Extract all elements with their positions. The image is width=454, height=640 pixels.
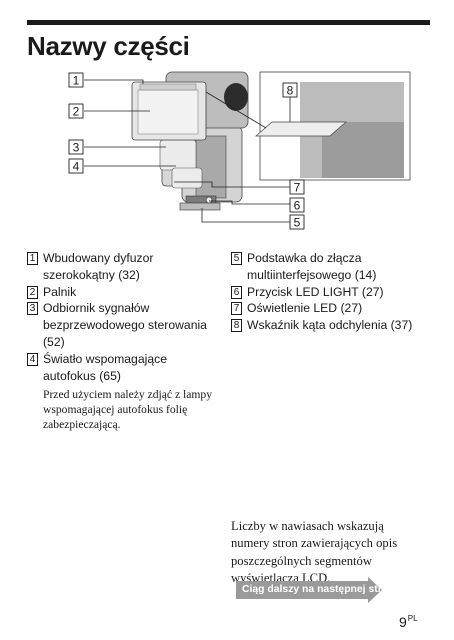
- part-number-3: 3: [27, 302, 38, 316]
- part-label-8: Wskaźnik kąta odchylenia (37): [247, 318, 413, 333]
- part-number-5: 5: [231, 252, 242, 265]
- part-label-5: Podstawka do złącza multiinterfejsowego …: [247, 251, 377, 282]
- callout-2: 2: [73, 105, 80, 119]
- page-language: PL: [407, 614, 418, 623]
- part-item-3: 3 Odbiornik sygnałów bezprzewodowego ste…: [27, 300, 222, 350]
- leader-7: [174, 181, 290, 188]
- callout-box-3: [68, 139, 84, 155]
- callout-box-6: [289, 197, 305, 213]
- part-item-6: 6 Przycisk LED LIGHT (27): [231, 284, 436, 301]
- inset-indicator-card: [255, 121, 347, 137]
- part-label-7: Oświetlenie LED (27): [247, 301, 363, 316]
- part-number-6: 6: [231, 285, 242, 299]
- part-item-7: 7 Oświetlenie LED (27): [231, 300, 436, 317]
- part-label-3: Odbiornik sygnałów bezprzewodowego stero…: [43, 301, 207, 349]
- flash-illustration: [131, 71, 249, 211]
- wireless-receiver-window: [159, 139, 197, 171]
- flash-unit-diagram: 1 2 3 4 7 6 5 8: [68, 71, 411, 230]
- leader-5: [201, 208, 290, 223]
- callout-box-5: [289, 214, 305, 230]
- callouts: 1 2 3 4 7 6 5 8: [68, 72, 305, 230]
- part-number-4: 4: [27, 352, 38, 366]
- flash-tube-window: [137, 89, 199, 135]
- head-pivot: [224, 83, 248, 111]
- protective-film-note: Przed użyciem należy zdjąć z lampy wspom…: [43, 388, 212, 431]
- part-item-5: 5 Podstawka do złącza multiinterfejsoweg…: [231, 250, 436, 284]
- part-number-2: 2: [27, 285, 38, 299]
- page-number-value: 9: [399, 614, 407, 630]
- part-number-8: 8: [231, 319, 242, 333]
- callout-box-8: [282, 82, 298, 98]
- leader-1: [84, 79, 144, 84]
- part-label-2: Palnik: [43, 284, 77, 299]
- callout-1: 1: [73, 74, 80, 88]
- callout-box-7: [289, 179, 305, 195]
- part-number-7: 7: [231, 302, 242, 316]
- part-item-8: 8 Wskaźnik kąta odchylenia (37): [231, 317, 436, 334]
- shoe-plate: [179, 202, 221, 211]
- flash-body-side: [195, 135, 227, 199]
- part-item-4: 4 Światło wspomagające autofokus (65): [27, 351, 222, 385]
- page-title: Nazwy części: [27, 31, 190, 61]
- parts-list-left: 1 Wbudowany dyfuzor szerokokątny (32) 2 …: [27, 250, 222, 432]
- leader-8-pointer: [205, 91, 267, 129]
- continued-label: Ciąg dalszy na następnej stronie: [242, 584, 404, 595]
- callout-box-4: [68, 158, 84, 174]
- part-label-4: Światło wspomagające autofokus (65): [43, 351, 167, 383]
- callout-6: 6: [294, 199, 301, 213]
- continued-next-page-banner: Ciąg dalszy na następnej stronie: [236, 577, 403, 603]
- page-references-note: Liczby w nawiasach wskazują numery stron…: [231, 518, 398, 586]
- callout-7: 7: [294, 181, 301, 195]
- callout-4: 4: [73, 160, 80, 174]
- page-number: 9PL: [399, 611, 418, 630]
- parts-list-right: 5 Podstawka do złącza multiinterfejsoweg…: [231, 250, 436, 334]
- continued-banner-bar: [236, 581, 368, 599]
- callout-3: 3: [73, 141, 80, 155]
- part-item-2: 2 Palnik: [27, 284, 222, 301]
- callout-5: 5: [294, 216, 301, 230]
- callout-8: 8: [287, 84, 294, 98]
- header-rule: [27, 20, 430, 25]
- leader-6: [209, 200, 290, 205]
- wide-panel-edge: [139, 83, 197, 91]
- part-item-1: 1 Wbudowany dyfuzor szerokokątny (32): [27, 250, 222, 284]
- part-label-6: Przycisk LED LIGHT (27): [247, 284, 384, 299]
- leader-lines: [84, 79, 291, 223]
- part-number-1: 1: [27, 252, 38, 265]
- callout-box-2: [68, 103, 84, 119]
- callout-box-1: [68, 72, 84, 88]
- led-light-button-shape: [205, 196, 213, 204]
- af-assist-window: [171, 167, 203, 189]
- part-label-1: Wbudowany dyfuzor szerokokątny (32): [43, 251, 154, 282]
- bounce-indicator-inset: [255, 71, 411, 181]
- arrow-right-icon: [368, 577, 382, 603]
